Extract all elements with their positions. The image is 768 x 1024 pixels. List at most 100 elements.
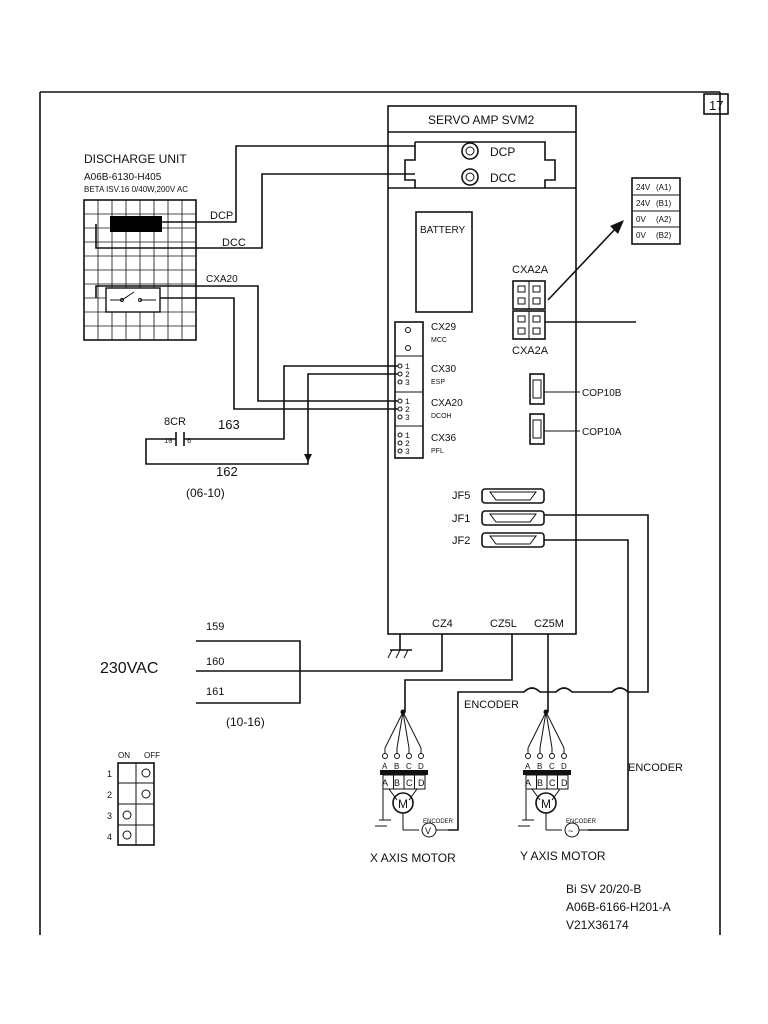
relay-name: 8CR xyxy=(164,416,186,428)
svg-text:D: D xyxy=(418,762,424,771)
range-bottom-label: (10-16) xyxy=(226,715,265,729)
cop10a-label: COP10A xyxy=(582,427,622,438)
cop10b-connector xyxy=(529,373,545,405)
cxa20-sub: DCOH xyxy=(431,413,452,420)
vac-label: 230VAC xyxy=(100,660,158,677)
svg-text:(B1): (B1) xyxy=(656,199,671,208)
discharge-spec: BETA ISV.16 0/40W,200V AC xyxy=(84,185,188,194)
servo-amplifier: SERVO AMP SVM2 DCP DCC BATTERY 1 2 3 1 2… xyxy=(387,105,622,635)
svg-text:A: A xyxy=(525,778,531,788)
dcc-label: DCC xyxy=(490,171,516,185)
battery-label: BATTERY xyxy=(420,225,466,236)
svg-text:C: C xyxy=(549,778,556,788)
power-pin-table: 24V (A1) 24V (B1) 0V (A2) 0V (B2) xyxy=(631,177,681,245)
svg-text:C: C xyxy=(406,778,413,788)
svg-text:M: M xyxy=(541,797,551,811)
dcp-label: DCP xyxy=(490,145,515,159)
cxa20-wire-label: CXA20 xyxy=(206,274,238,285)
discharge-resistor xyxy=(110,216,162,232)
svg-text:3: 3 xyxy=(107,811,112,821)
cx30-sub: ESP xyxy=(431,379,445,386)
svg-text:24V: 24V xyxy=(636,199,651,208)
y-motor-title: Y AXIS MOTOR xyxy=(520,849,606,863)
svg-text:C: C xyxy=(549,762,555,771)
svg-text:24V: 24V xyxy=(636,183,651,192)
y-encoder-label: ENCODER xyxy=(628,762,683,774)
x-motor-title: X AXIS MOTOR xyxy=(370,851,456,865)
cx29-sub: MCC xyxy=(431,337,447,344)
footer-line-1: Bi SV 20/20-B xyxy=(566,882,641,896)
svg-text:(A2): (A2) xyxy=(656,215,671,224)
cxa20-label: CXA20 xyxy=(431,398,463,409)
cxa2a-top-label: CXA2A xyxy=(512,264,549,276)
svg-text:3: 3 xyxy=(405,414,410,423)
svg-text:2: 2 xyxy=(107,790,112,800)
cop10b-label: COP10B xyxy=(582,388,622,399)
svg-text:(B2): (B2) xyxy=(656,231,671,240)
svg-text:B: B xyxy=(537,778,543,788)
cx30-label: CX30 xyxy=(431,364,456,375)
dip-switch: ON OFF 1 2 3 4 xyxy=(107,751,160,846)
connector-block xyxy=(394,321,424,459)
svg-text:0V: 0V xyxy=(636,215,646,224)
svg-text:ON: ON xyxy=(118,751,130,760)
dcc-wire-label: DCC xyxy=(222,237,246,249)
svg-text:6: 6 xyxy=(187,438,191,446)
wire-163-label: 163 xyxy=(218,417,240,432)
wire-159-label: 159 xyxy=(206,621,224,633)
cx36-label: CX36 xyxy=(431,433,456,444)
x-encoder-wire xyxy=(448,687,629,831)
svg-text:4: 4 xyxy=(107,832,112,842)
jf1-connector xyxy=(481,510,545,526)
dcp-wire xyxy=(162,145,415,223)
svg-text:OFF: OFF xyxy=(144,751,160,760)
svg-text:B: B xyxy=(537,762,542,771)
discharge-part: A06B-6130-H405 xyxy=(84,172,162,183)
page-number-box xyxy=(703,93,729,115)
svg-text:A: A xyxy=(382,778,388,788)
wire-161-label: 161 xyxy=(206,686,224,698)
cxa20-wire-a xyxy=(95,285,398,402)
svg-text:ENCODER: ENCODER xyxy=(566,819,597,825)
svg-text:(A1): (A1) xyxy=(656,183,671,192)
svg-text:1: 1 xyxy=(107,769,112,779)
wire-159-161 xyxy=(196,640,301,704)
svg-text:ENCODER: ENCODER xyxy=(423,819,454,825)
servo-title: SERVO AMP SVM2 xyxy=(428,113,535,127)
jf2-connector xyxy=(481,532,545,548)
cx36-sub: PFL xyxy=(431,448,444,455)
battery-box xyxy=(415,211,473,313)
wire-162-label: 162 xyxy=(216,464,238,479)
page-number: 17 xyxy=(709,98,723,113)
jf5-connector xyxy=(481,488,545,504)
cx29-label: CX29 xyxy=(431,322,456,333)
footer-line-3: V21X36174 xyxy=(566,918,629,932)
discharge-unit: DISCHARGE UNIT A06B-6130-H405 BETA ISV.1… xyxy=(83,152,197,341)
svg-text:D: D xyxy=(561,778,568,788)
dcp-terminal xyxy=(461,142,479,160)
cxa2a-arrow xyxy=(547,225,619,301)
svg-text:~: ~ xyxy=(568,826,573,836)
jf1-label: JF1 xyxy=(452,513,470,525)
cz5l-wire xyxy=(404,634,513,712)
cxa2a-bottom-label: CXA2A xyxy=(512,345,549,357)
jf5-label: JF5 xyxy=(452,490,470,502)
svg-text:10: 10 xyxy=(164,438,172,446)
svg-text:A: A xyxy=(525,762,531,771)
wire-163 xyxy=(184,365,398,440)
svg-text:3: 3 xyxy=(405,448,410,457)
cz5m-label: CZ5M xyxy=(534,618,564,630)
footer-line-2: A06B-6166-H201-A xyxy=(566,900,671,914)
svg-text:B: B xyxy=(394,762,399,771)
svg-text:0V: 0V xyxy=(636,231,646,240)
dcp-wire-label: DCP xyxy=(210,210,233,222)
wire-162 xyxy=(145,373,398,465)
svg-text:2: 2 xyxy=(405,440,410,449)
jf1-encoder-wire xyxy=(544,514,649,693)
svg-text:3: 3 xyxy=(405,379,410,388)
range-top-label: (06-10) xyxy=(186,486,225,500)
svg-text:B: B xyxy=(394,778,400,788)
